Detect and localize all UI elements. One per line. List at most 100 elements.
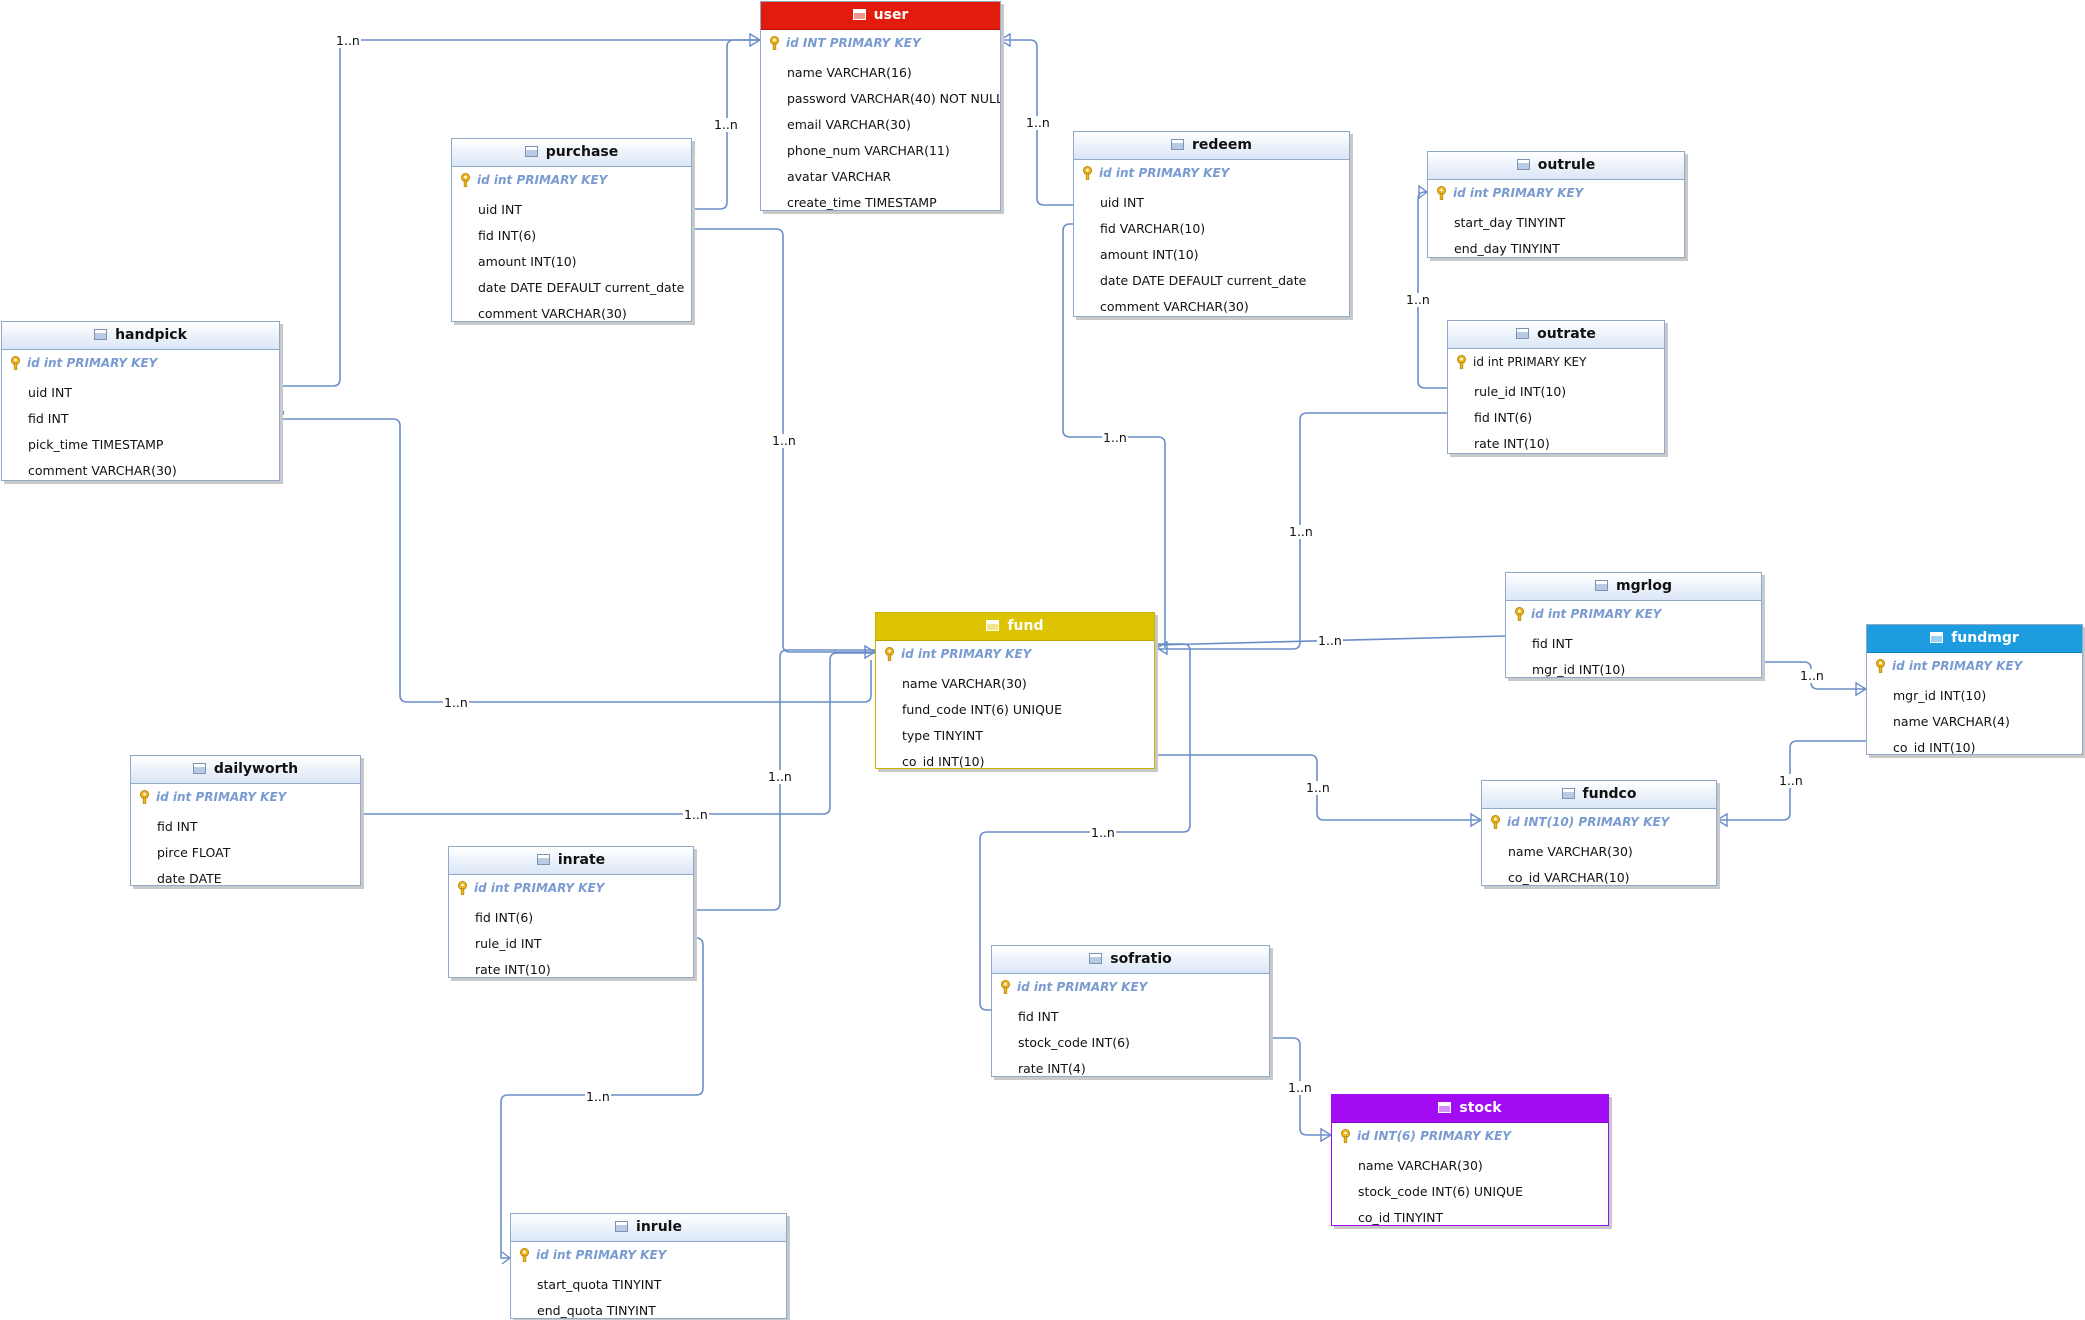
column[interactable]: fid VARCHAR(10) bbox=[1100, 221, 1206, 236]
column[interactable]: rate INT(10) bbox=[1474, 436, 1550, 451]
table-header[interactable]: user bbox=[761, 2, 1000, 30]
table-header[interactable]: sofratio bbox=[992, 946, 1269, 974]
table-header[interactable]: outrate bbox=[1448, 321, 1664, 349]
table-header[interactable]: fundmgr bbox=[1867, 625, 2082, 653]
column[interactable]: start_quota TINYINT bbox=[537, 1277, 662, 1292]
column-list: fid INT stock_code INT(6) rate INT(4) bbox=[992, 1000, 1269, 1076]
column[interactable]: mgr_id INT(10) bbox=[1532, 662, 1626, 677]
primary-key-row[interactable]: id int PRIMARY KEY bbox=[131, 784, 360, 810]
primary-key-row[interactable]: id int PRIMARY KEY bbox=[1428, 180, 1684, 206]
column[interactable]: co_id INT(10) bbox=[902, 754, 985, 769]
primary-key-row[interactable]: id int PRIMARY KEY bbox=[1867, 653, 2082, 679]
column[interactable]: password VARCHAR(40) NOT NULL bbox=[787, 91, 1001, 106]
table-dailyworth[interactable]: dailyworth id int PRIMARY KEY fid INT pi… bbox=[130, 755, 361, 886]
primary-key-row[interactable]: id int PRIMARY KEY bbox=[452, 167, 691, 193]
table-handpick[interactable]: handpick id int PRIMARY KEY uid INT fid … bbox=[1, 321, 280, 481]
table-header[interactable]: fundco bbox=[1482, 781, 1716, 809]
column[interactable]: rule_id INT(10) bbox=[1474, 384, 1567, 399]
primary-key-row[interactable]: id INT PRIMARY KEY bbox=[761, 30, 1000, 56]
column[interactable]: rule_id INT bbox=[475, 936, 542, 951]
column[interactable]: date DATE DEFAULT current_date bbox=[478, 280, 685, 295]
column[interactable]: stock_code INT(6) bbox=[1018, 1035, 1130, 1050]
column[interactable]: co_id VARCHAR(10) bbox=[1508, 870, 1630, 885]
table-fund[interactable]: fund id int PRIMARY KEY name VARCHAR(30)… bbox=[875, 612, 1155, 769]
column[interactable]: email VARCHAR(30) bbox=[787, 117, 911, 132]
table-sofratio[interactable]: sofratio id int PRIMARY KEY fid INT stoc… bbox=[991, 945, 1270, 1077]
column[interactable]: type TINYINT bbox=[902, 728, 983, 743]
column[interactable]: rate INT(4) bbox=[1018, 1061, 1086, 1076]
primary-key-row[interactable]: id int PRIMARY KEY bbox=[1448, 349, 1664, 375]
table-outrule[interactable]: outrule id int PRIMARY KEY start_day TIN… bbox=[1427, 151, 1685, 258]
table-header[interactable]: redeem bbox=[1074, 132, 1349, 160]
key-icon bbox=[520, 1248, 529, 1262]
column[interactable]: uid INT bbox=[478, 202, 522, 217]
column[interactable]: name VARCHAR(30) bbox=[1358, 1158, 1483, 1173]
column[interactable]: avatar VARCHAR bbox=[787, 169, 892, 184]
column[interactable]: end_quota TINYINT bbox=[537, 1303, 656, 1318]
column[interactable]: rate INT(10) bbox=[475, 962, 551, 977]
primary-key-row[interactable]: id int PRIMARY KEY bbox=[2, 350, 279, 376]
table-header[interactable]: inrule bbox=[511, 1214, 786, 1242]
primary-key-row[interactable]: id int PRIMARY KEY bbox=[876, 641, 1154, 667]
table-header[interactable]: fund bbox=[876, 613, 1154, 641]
column[interactable]: mgr_id INT(10) bbox=[1893, 688, 1987, 703]
column[interactable]: date DATE DEFAULT current_date bbox=[1100, 273, 1307, 288]
table-stock[interactable]: stock id INT(6) PRIMARY KEY name VARCHAR… bbox=[1331, 1094, 1609, 1226]
pk-label: id int PRIMARY KEY bbox=[1099, 166, 1230, 180]
table-mgrlog[interactable]: mgrlog id int PRIMARY KEY fid INT mgr_id… bbox=[1505, 572, 1762, 678]
table-header[interactable]: outrule bbox=[1428, 152, 1684, 180]
relation-label: 1..n bbox=[683, 807, 709, 822]
table-header[interactable]: dailyworth bbox=[131, 756, 360, 784]
table-redeem[interactable]: redeem id int PRIMARY KEY uid INT fid VA… bbox=[1073, 131, 1350, 317]
column[interactable]: end_day TINYINT bbox=[1454, 241, 1560, 256]
column[interactable]: pirce FLOAT bbox=[157, 845, 231, 860]
table-inrule[interactable]: inrule id int PRIMARY KEY start_quota TI… bbox=[510, 1213, 787, 1319]
column[interactable]: phone_num VARCHAR(11) bbox=[787, 143, 950, 158]
primary-key-row[interactable]: id int PRIMARY KEY bbox=[1506, 601, 1761, 627]
column[interactable]: amount INT(10) bbox=[478, 254, 577, 269]
column[interactable]: name VARCHAR(16) bbox=[787, 65, 912, 80]
column[interactable]: date DATE bbox=[157, 871, 222, 886]
column[interactable]: uid INT bbox=[28, 385, 72, 400]
table-fundco[interactable]: fundco id INT(10) PRIMARY KEY name VARCH… bbox=[1481, 780, 1717, 886]
table-outrate[interactable]: outrate id int PRIMARY KEY rule_id INT(1… bbox=[1447, 320, 1665, 454]
column[interactable]: start_day TINYINT bbox=[1454, 215, 1566, 230]
table-fundmgr[interactable]: fundmgr id int PRIMARY KEY mgr_id INT(10… bbox=[1866, 624, 2083, 755]
column[interactable]: amount INT(10) bbox=[1100, 247, 1199, 262]
column[interactable]: create_time TIMESTAMP bbox=[787, 195, 937, 210]
table-header[interactable]: purchase bbox=[452, 139, 691, 167]
primary-key-row[interactable]: id int PRIMARY KEY bbox=[511, 1242, 786, 1268]
column[interactable]: stock_code INT(6) UNIQUE bbox=[1358, 1184, 1523, 1199]
column[interactable]: fid INT(6) bbox=[1474, 410, 1533, 425]
pk-label: id int PRIMARY KEY bbox=[477, 173, 608, 187]
column[interactable]: comment VARCHAR(30) bbox=[28, 463, 177, 478]
column[interactable]: name VARCHAR(4) bbox=[1893, 714, 2010, 729]
column[interactable]: fid INT bbox=[28, 411, 69, 426]
table-header[interactable]: stock bbox=[1332, 1095, 1608, 1123]
table-inrate[interactable]: inrate id int PRIMARY KEY fid INT(6) rul… bbox=[448, 846, 694, 978]
column[interactable]: comment VARCHAR(30) bbox=[1100, 299, 1249, 314]
column[interactable]: uid INT bbox=[1100, 195, 1144, 210]
table-header[interactable]: inrate bbox=[449, 847, 693, 875]
column[interactable]: fund_code INT(6) UNIQUE bbox=[902, 702, 1062, 717]
column[interactable]: comment VARCHAR(30) bbox=[478, 306, 627, 321]
column[interactable]: name VARCHAR(30) bbox=[1508, 844, 1633, 859]
primary-key-row[interactable]: id int PRIMARY KEY bbox=[992, 974, 1269, 1000]
column[interactable]: fid INT(6) bbox=[478, 228, 537, 243]
primary-key-row[interactable]: id int PRIMARY KEY bbox=[1074, 160, 1349, 186]
primary-key-row[interactable]: id INT(10) PRIMARY KEY bbox=[1482, 809, 1716, 835]
column[interactable]: pick_time TIMESTAMP bbox=[28, 437, 164, 452]
column[interactable]: fid INT bbox=[1532, 636, 1573, 651]
column[interactable]: fid INT(6) bbox=[475, 910, 534, 925]
table-header[interactable]: mgrlog bbox=[1506, 573, 1761, 601]
table-user[interactable]: user id INT PRIMARY KEY name VARCHAR(16)… bbox=[760, 1, 1001, 211]
primary-key-row[interactable]: id int PRIMARY KEY bbox=[449, 875, 693, 901]
table-header[interactable]: handpick bbox=[2, 322, 279, 350]
column[interactable]: fid INT bbox=[157, 819, 198, 834]
column[interactable]: name VARCHAR(30) bbox=[902, 676, 1027, 691]
column[interactable]: co_id TINYINT bbox=[1358, 1210, 1444, 1225]
table-purchase[interactable]: purchase id int PRIMARY KEY uid INT fid … bbox=[451, 138, 692, 322]
primary-key-row[interactable]: id INT(6) PRIMARY KEY bbox=[1332, 1123, 1608, 1149]
column[interactable]: co_id INT(10) bbox=[1893, 740, 1976, 755]
column[interactable]: fid INT bbox=[1018, 1009, 1059, 1024]
